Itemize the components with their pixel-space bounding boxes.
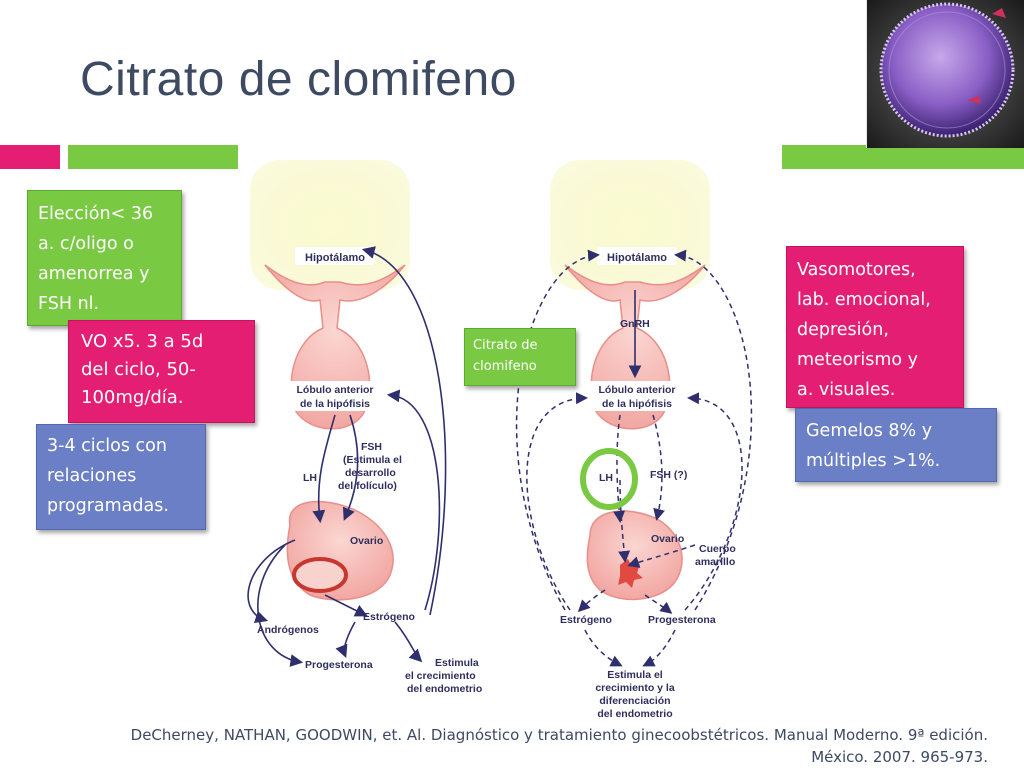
left-endo-label-3: del endometrio — [407, 683, 482, 695]
egg-cell-micrograph-icon — [866, 0, 1024, 148]
right-endo-label-4: del endometrio — [597, 708, 672, 720]
left-lobulo-label-1: Lóbulo anterior — [297, 384, 374, 396]
left-diagram: Hipotálamo Lóbulo anterior de la hipófis… — [247, 160, 482, 695]
callout-dosis: VO x5. 3 a 5d del ciclo, 50- 100mg/día. — [68, 320, 255, 423]
callout-eleccion: Elección< 36 a. c/oligo o amenorrea y FS… — [27, 190, 182, 326]
right-ovary-shape — [586, 510, 683, 601]
pink-accent-bar — [0, 145, 60, 169]
left-androgenos-label: Andrógenos — [257, 624, 319, 636]
right-hipotalamo-label: Hipotálamo — [607, 252, 667, 264]
green-accent-bar — [68, 145, 238, 169]
left-fsh-label-4: del folículo) — [338, 480, 397, 492]
left-lobulo-label-2: de la hipófisis — [300, 398, 370, 410]
citation-line-1: DeCherney, NATHAN, GOODWIN, et. Al. Diag… — [130, 726, 988, 744]
right-estrogeno-label: Estrógeno — [560, 614, 612, 626]
left-progesterona-label: Progesterona — [305, 659, 373, 671]
lh-highlight-ring — [580, 448, 638, 510]
right-lobulo-label-1: Lóbulo anterior — [599, 384, 676, 396]
left-endo-label-2: el crecimiento — [405, 670, 476, 682]
citation: DeCherney, NATHAN, GOODWIN, et. Al. Diag… — [48, 724, 988, 768]
left-fsh-label-3: desarrollo — [345, 467, 396, 479]
left-fsh-label-2: (Estimula el — [343, 454, 402, 466]
green-accent-bar-right — [782, 145, 1024, 169]
callout-gemelos: Gemelos 8% y múltiples >1%. — [795, 408, 997, 482]
callout-efectos: Vasomotores, lab. emocional, depresión, … — [786, 246, 964, 408]
left-hipotalamo-label: Hipotálamo — [305, 252, 365, 264]
callout-ciclos: 3-4 ciclos con relaciones programadas. — [36, 424, 206, 530]
right-cuerpo-label-2: amarillo — [695, 556, 735, 568]
right-endo-label-1: Estimula el — [607, 669, 663, 681]
right-lh-label: LH — [599, 472, 613, 484]
citation-line-2: México. 2007. 965-973. — [811, 748, 988, 766]
right-cuerpo-label-1: Cuerpo — [699, 543, 736, 555]
left-lh-label: LH — [303, 472, 317, 484]
slide-title: Citrato de clomifeno — [80, 53, 517, 106]
left-follicle-shape — [292, 557, 348, 593]
left-endo-label-1: Estimula — [435, 657, 479, 669]
right-endo-label-3: diferenciación — [599, 695, 670, 707]
right-endo-label-2: crecimiento y la — [595, 682, 675, 694]
left-fsh-label-1: FSH — [361, 441, 382, 453]
right-lobulo-label-2: de la hipófisis — [602, 398, 672, 410]
right-diagram: Hipotálamo GnRH Lóbulo anterior de la hi… — [515, 160, 753, 720]
left-ovario-label: Ovario — [350, 535, 383, 547]
callout-citrato: Citrato de clomifeno — [464, 328, 576, 386]
right-fsh-label: FSH (?) — [650, 469, 687, 481]
hormone-diagram: Hipotálamo Lóbulo anterior de la hipófis… — [247, 160, 753, 720]
left-estrogeno-label: Estrógeno — [363, 611, 415, 623]
right-progesterona-label: Progesterona — [648, 614, 716, 626]
right-ovario-label: Ovario — [651, 533, 684, 545]
